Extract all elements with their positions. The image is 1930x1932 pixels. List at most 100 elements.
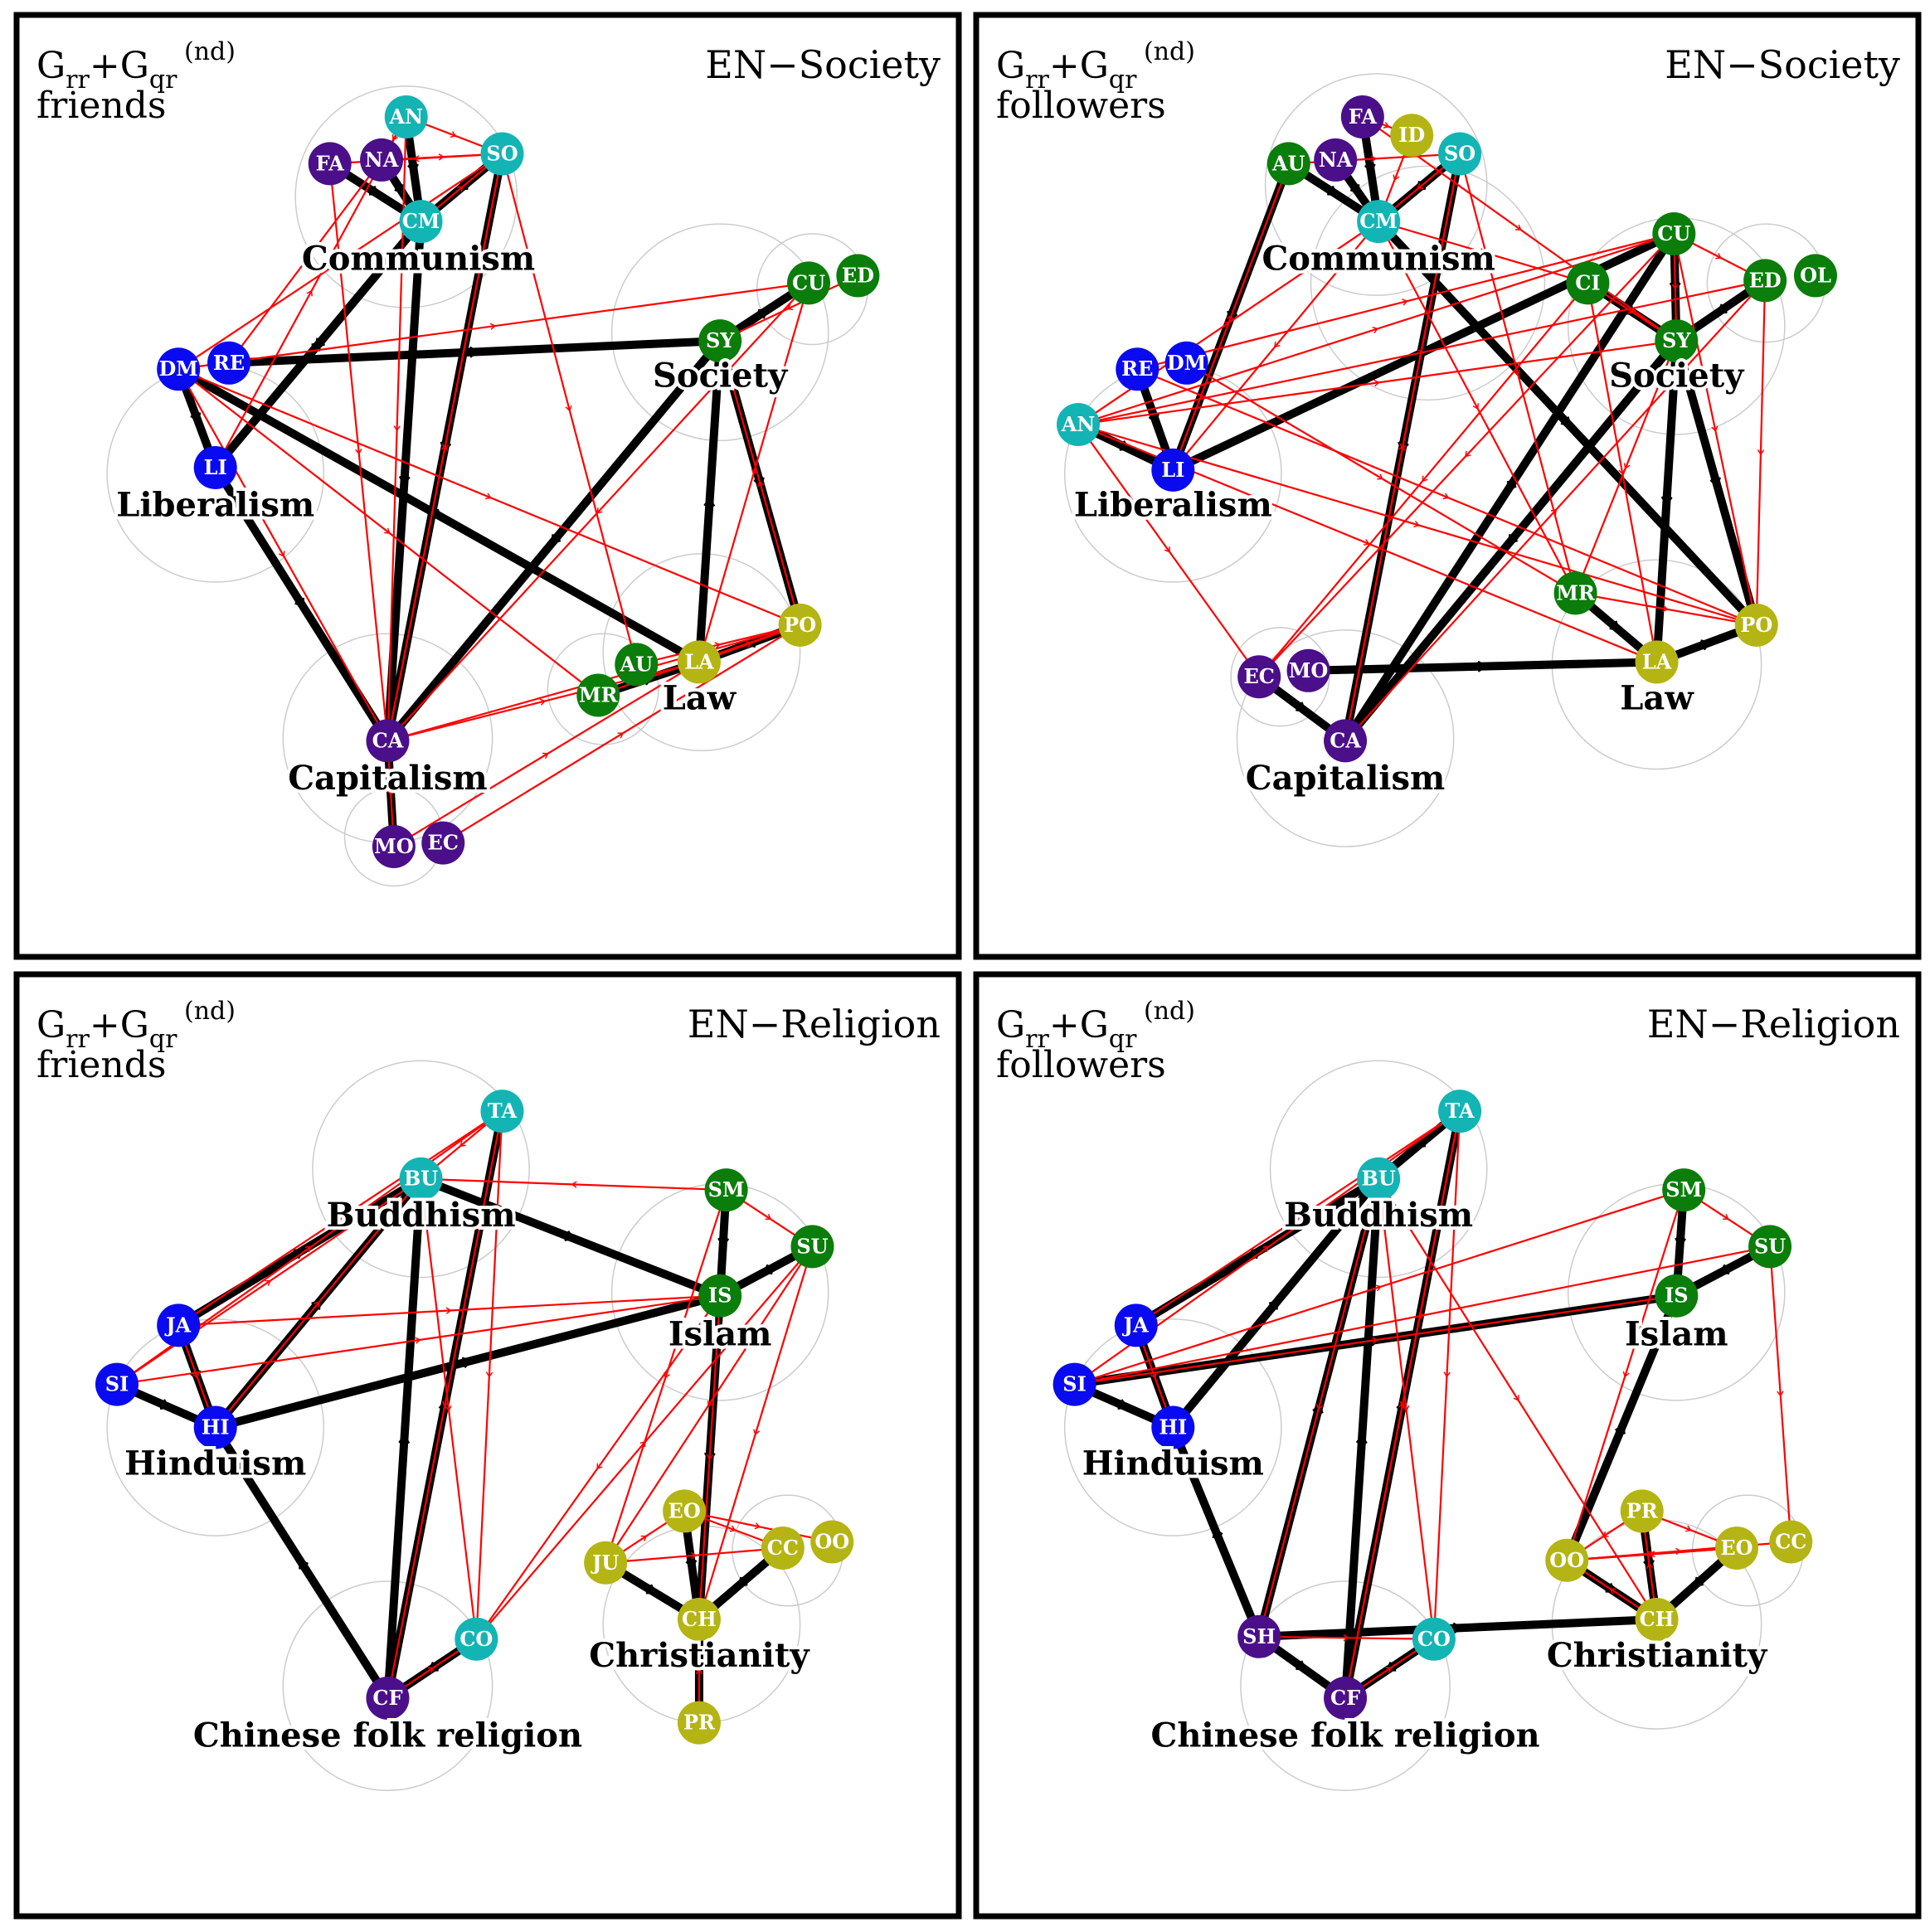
node-label: CI xyxy=(1575,270,1600,294)
red-edge-SU-JU xyxy=(605,1245,814,1564)
node-MO: MO xyxy=(1286,648,1330,692)
node-label: HI xyxy=(202,1415,230,1439)
group-label: Christianity xyxy=(589,1636,810,1675)
red-edge-CU-LA xyxy=(698,282,810,663)
node-label: ED xyxy=(842,263,874,287)
red-edge-LI-AU xyxy=(1172,163,1290,472)
group-label: Islam xyxy=(1625,1315,1728,1354)
black-edge-SH-CH xyxy=(1255,1615,1661,1641)
red-edge-RE-NA xyxy=(227,158,383,364)
node-CC: CC xyxy=(761,1526,805,1570)
red-edge-BU-CO xyxy=(1378,1177,1436,1640)
node-NA: NA xyxy=(360,138,404,182)
node-label: PR xyxy=(1626,1498,1659,1522)
panel-frame xyxy=(13,12,962,960)
group-circle xyxy=(312,1060,530,1279)
node-label: ID xyxy=(1398,123,1425,147)
black-edge-HI-IS xyxy=(211,1291,725,1432)
node-CF: CF xyxy=(366,1676,410,1720)
red-edges xyxy=(1077,115,1767,742)
black-edge-CF-BU xyxy=(383,1174,425,1702)
node-SI: SI xyxy=(1053,1362,1096,1406)
red-edge-SI-IS xyxy=(115,1294,722,1386)
black-edge-CF-HI xyxy=(211,1423,392,1702)
node-label: CA xyxy=(372,728,404,752)
node-JA: JA xyxy=(157,1303,201,1347)
node-label: JU xyxy=(591,1551,619,1575)
red-edge-CU-CA xyxy=(386,282,810,742)
black-edge-OO-IS xyxy=(1563,1291,1681,1565)
node-OO: OO xyxy=(810,1520,854,1564)
node-SH: SH xyxy=(1237,1614,1281,1658)
red-edge-TA-CO xyxy=(475,1110,503,1640)
node-OO: OO xyxy=(1545,1538,1589,1582)
node-CC: CC xyxy=(1769,1520,1813,1564)
red-edge-RE-CU xyxy=(1136,232,1675,371)
node-NA: NA xyxy=(1314,138,1358,182)
node-CI: CI xyxy=(1566,261,1610,305)
panel-subtitle: followers xyxy=(996,1044,1166,1086)
black-edge-DM-LA xyxy=(174,365,703,667)
red-edge-CA-SO xyxy=(1344,153,1461,742)
node-label: OO xyxy=(1549,1548,1584,1572)
node-FA: FA xyxy=(1340,95,1384,138)
node-JA: JA xyxy=(1114,1303,1158,1347)
node-HI: HI xyxy=(1151,1405,1195,1449)
node-label: SO xyxy=(1444,142,1475,166)
node-IS: IS xyxy=(1655,1274,1699,1318)
group-label: Chinese folk religion xyxy=(193,1716,582,1755)
node-MR: MR xyxy=(1553,571,1597,615)
red-edge-SI-SM xyxy=(1073,1188,1685,1386)
node-label: SY xyxy=(706,328,735,352)
node-label: SY xyxy=(1662,328,1691,352)
node-label: CO xyxy=(459,1627,493,1651)
group-labels: BuddhismIslamHinduismChristianityChinese… xyxy=(121,1192,814,1759)
node-ED: ED xyxy=(836,254,880,298)
black-edge-LI-CA xyxy=(211,463,392,745)
node-label: MR xyxy=(1556,580,1596,604)
red-edge-CM-MR xyxy=(1378,221,1577,595)
black-edge-JA-BU xyxy=(174,1174,425,1330)
black-edge-CF-BU xyxy=(1341,1174,1383,1702)
black-edge-HI-BU xyxy=(1169,1174,1383,1432)
red-edge-JA-TA xyxy=(1135,1110,1461,1327)
red-edge-SM-BU xyxy=(420,1177,727,1192)
node-label: AU xyxy=(1271,151,1305,175)
node-SY: SY xyxy=(698,319,742,363)
node-SO: SO xyxy=(1438,132,1482,176)
node-LA: LA xyxy=(1635,640,1679,684)
black-edge-SY-CA xyxy=(1341,337,1681,745)
node-CU: CU xyxy=(787,261,831,305)
node-SM: SM xyxy=(1662,1168,1706,1212)
node-label: AN xyxy=(1061,412,1096,436)
formula-superscript: (nd) xyxy=(184,997,236,1026)
black-edge-BU-IS xyxy=(416,1174,725,1300)
red-edge-CM-CI xyxy=(1378,221,1589,284)
node-EO: EO xyxy=(663,1489,707,1533)
group-circle xyxy=(282,1580,493,1792)
node-label: SM xyxy=(1665,1177,1702,1201)
group-label: Christianity xyxy=(1547,1636,1768,1675)
group-circle xyxy=(1269,1060,1488,1279)
node-label: OO xyxy=(814,1530,849,1554)
node-DM: DM xyxy=(157,347,201,391)
node-label: SI xyxy=(105,1372,129,1396)
node-label: PO xyxy=(1740,613,1772,637)
node-CM: CM xyxy=(1357,200,1401,244)
node-TA: TA xyxy=(1438,1090,1482,1133)
black-edge-LA-SY xyxy=(694,337,725,667)
group-circle xyxy=(610,223,829,442)
red-edge-AU-PO xyxy=(635,624,801,666)
red-edge-CM-LI xyxy=(1172,221,1380,472)
node-label: AU xyxy=(619,652,653,676)
node-SO: SO xyxy=(480,132,524,176)
panel-frame xyxy=(973,971,1922,1920)
node-label: FA xyxy=(316,151,345,175)
node-label: CH xyxy=(1640,1607,1675,1631)
node-label: CM xyxy=(1359,209,1398,233)
panel-subtitle: friends xyxy=(36,1044,167,1086)
